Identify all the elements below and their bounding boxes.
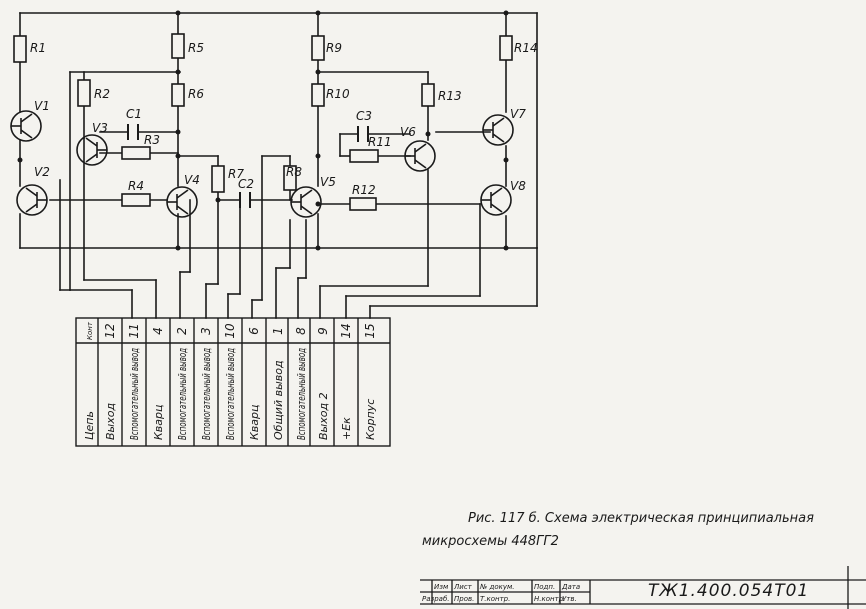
pin-number: 14 — [339, 323, 353, 338]
resistor-r1 — [13, 35, 27, 63]
pin-table-row-label: Цепь — [83, 411, 96, 440]
pin-signal-label: Вспомогательный вывод — [224, 348, 237, 440]
title-block-date: Дата — [561, 583, 580, 591]
label-c2: C2 — [238, 177, 254, 191]
pin-number: 6 — [247, 327, 261, 335]
label-c3: C3 — [356, 109, 372, 123]
transistor-v4 — [166, 186, 198, 218]
title-block-sign: Подп. — [534, 583, 555, 591]
label-v3: V3 — [92, 121, 108, 135]
figure-caption-line1: Рис. 117 б. Схема электрическая принципи… — [468, 511, 814, 526]
label-r2: R2 — [94, 87, 110, 101]
label-r8: R8 — [286, 165, 302, 179]
pin-signal-label: Вспомогательный вывод — [295, 348, 308, 440]
pin-number: 11 — [127, 323, 141, 338]
capacitor-c2 — [239, 192, 251, 208]
transistor-v3 — [76, 134, 108, 166]
label-r5: R5 — [188, 41, 204, 55]
pin-signal-label: Вспомогательный вывод — [176, 348, 189, 440]
resistor-r6 — [171, 83, 185, 107]
resistor-r2 — [77, 79, 91, 107]
label-r1: R1 — [30, 41, 46, 55]
label-v8: V8 — [510, 179, 526, 193]
label-v4: V4 — [184, 173, 200, 187]
title-block — [420, 566, 866, 609]
pin-number: 12 — [103, 323, 117, 338]
pin-number: 10 — [223, 323, 237, 339]
pin-signal-label: Выход — [104, 403, 117, 440]
transistor-v5 — [290, 186, 322, 218]
title-block-approve: Утв. — [562, 595, 577, 603]
title-block-ncontr: Н.контр. — [534, 595, 565, 603]
label-v6: V6 — [400, 125, 416, 139]
pin-signal-label: Кварц — [248, 404, 261, 440]
label-v7: V7 — [510, 107, 526, 121]
pin-signal-label: Выход 2 — [317, 392, 330, 440]
transistor-v2 — [16, 184, 48, 216]
resistor-r3 — [121, 146, 151, 160]
resistor-r9 — [311, 35, 325, 61]
pin-number: 4 — [151, 327, 165, 335]
label-r9: R9 — [326, 41, 342, 55]
capacitor-c3 — [357, 126, 369, 142]
pin-number: 2 — [175, 327, 189, 335]
pin-signal-label: +Eк — [340, 417, 353, 440]
document-number: ТЖ1.400.054Т01 — [648, 581, 809, 601]
label-r4: R4 — [128, 179, 144, 193]
resistor-r14 — [499, 35, 513, 61]
label-r11: R11 — [368, 135, 392, 149]
pin-table — [75, 317, 391, 447]
transistor-v7 — [482, 114, 514, 146]
title-block-dev: Разраб. — [422, 595, 450, 603]
title-block-check: Пров. — [454, 595, 474, 603]
label-r14: R14 — [514, 41, 538, 55]
resistor-r5 — [171, 33, 185, 59]
label-r13: R13 — [438, 89, 462, 103]
label-v5: V5 — [320, 175, 336, 189]
pin-number: 3 — [199, 327, 213, 335]
resistor-r7 — [211, 165, 225, 193]
label-r3: R3 — [144, 133, 160, 147]
pin-signal-label: Вспомогательный вывод — [128, 348, 141, 440]
resistor-r11 — [349, 149, 379, 163]
pin-signal-label: Вспомогательный вывод — [200, 348, 213, 440]
label-v2: V2 — [34, 165, 50, 179]
label-c1: C1 — [126, 107, 142, 121]
title-block-izm: Изм — [434, 583, 449, 591]
pin-signal-label: Корпус — [364, 399, 377, 440]
pin-signal-label: Общий вывод — [272, 360, 285, 440]
title-block-doc: № докум. — [479, 583, 515, 591]
resistor-r13 — [421, 83, 435, 107]
transistor-v8 — [480, 184, 512, 216]
pin-number: 15 — [363, 323, 377, 338]
pin-number: 8 — [294, 327, 308, 335]
transistor-v6 — [404, 140, 436, 172]
resistor-r10 — [311, 83, 325, 107]
label-r7: R7 — [228, 167, 244, 181]
label-r12: R12 — [352, 183, 376, 197]
capacitor-c1 — [127, 124, 139, 140]
label-r6: R6 — [188, 87, 204, 101]
title-block-tcontr: Т.контр. — [480, 595, 510, 603]
pin-signal-label: Кварц — [152, 404, 165, 440]
resistor-r12 — [349, 197, 377, 211]
pin-number: 1 — [271, 327, 285, 335]
figure-caption-line2: микросхемы 448ГГ2 — [422, 534, 559, 549]
resistor-r8 — [283, 165, 297, 191]
label-r10: R10 — [326, 87, 350, 101]
label-v1: V1 — [34, 99, 50, 113]
pin-number: 9 — [316, 327, 330, 335]
transistor-v1 — [10, 110, 42, 142]
resistor-r4 — [121, 193, 151, 207]
pin-table-header: Конт — [86, 321, 94, 340]
title-block-list: Лист — [453, 583, 473, 591]
